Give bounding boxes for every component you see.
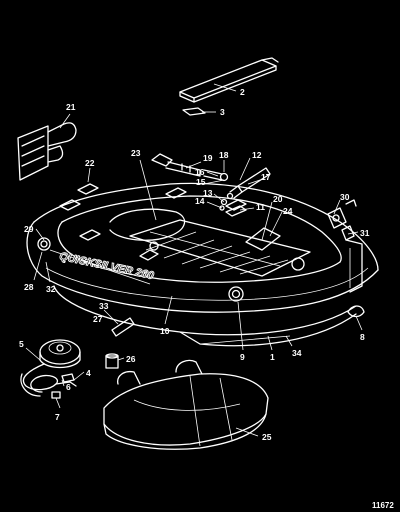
callout-25: 25 xyxy=(262,432,272,442)
callout-26: 26 xyxy=(126,354,136,364)
callout-29: 29 xyxy=(24,224,34,234)
callout-28: 28 xyxy=(24,282,34,292)
document-id: 11672 xyxy=(372,501,394,510)
callout-13: 13 xyxy=(203,188,213,198)
callout-22: 22 xyxy=(85,158,95,168)
callout-20: 20 xyxy=(273,194,283,204)
callout-5: 5 xyxy=(19,339,24,349)
callout-15: 15 xyxy=(196,177,206,187)
oar-handle xyxy=(151,153,201,177)
boat-hull: QUICKSILVER 260 xyxy=(26,182,379,347)
callout-1: 1 xyxy=(270,352,275,362)
callout-24: 24 xyxy=(283,206,293,216)
callout-8: 8 xyxy=(360,332,365,342)
callout-21: 21 xyxy=(66,102,76,112)
callout-11: 11 xyxy=(256,202,265,212)
storage-bag xyxy=(103,359,269,450)
callout-30: 30 xyxy=(340,192,350,202)
repair-tube xyxy=(111,317,135,337)
oar-shaft xyxy=(229,167,271,199)
callout-18: 18 xyxy=(219,150,229,160)
callout-33: 33 xyxy=(99,301,109,311)
callout-19: 19 xyxy=(203,153,213,163)
callout-34: 34 xyxy=(292,348,302,358)
callout-16: 16 xyxy=(195,167,205,177)
oar-pin xyxy=(203,169,229,182)
seat-board xyxy=(179,57,279,103)
seat-strip xyxy=(182,107,206,116)
callout-4: 4 xyxy=(86,368,91,378)
small-fittings xyxy=(219,192,247,217)
callout-17: 17 xyxy=(261,172,271,182)
foot-pump xyxy=(39,339,81,369)
callout-3: 3 xyxy=(220,107,225,117)
callouts: 2 3 21 22 23 19 18 12 16 15 17 13 14 11 … xyxy=(19,87,370,442)
callout-27: 27 xyxy=(93,314,103,324)
callout-6: 6 xyxy=(66,382,71,392)
callout-12: 12 xyxy=(252,150,262,160)
callout-32: 32 xyxy=(46,284,56,294)
callout-23: 23 xyxy=(131,148,141,158)
stern-fittings xyxy=(327,199,357,241)
callout-7: 7 xyxy=(55,412,60,422)
leader-lines xyxy=(25,83,363,437)
callout-31: 31 xyxy=(360,228,370,238)
pump-hose xyxy=(20,363,77,399)
callout-9: 9 xyxy=(240,352,245,362)
adhesive-cup xyxy=(105,353,119,369)
oarlock-bracket xyxy=(17,122,77,181)
callout-10: 10 xyxy=(160,326,170,336)
callout-14: 14 xyxy=(195,196,205,206)
callout-2: 2 xyxy=(240,87,245,97)
